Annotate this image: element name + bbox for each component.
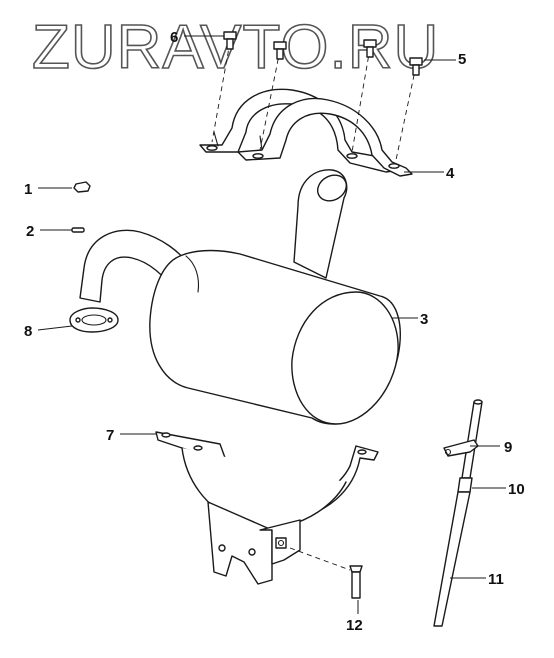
callout-5: 5 (424, 51, 466, 68)
mount-bolt (289, 547, 363, 599)
callout-2: 2 (26, 223, 72, 240)
svg-text:12: 12 (346, 617, 363, 634)
svg-text:8: 8 (24, 323, 32, 340)
callout-11: 11 (450, 571, 504, 588)
svg-text:9: 9 (504, 439, 512, 456)
callout-10: 10 (472, 481, 525, 498)
svg-text:1: 1 (24, 181, 32, 198)
svg-text:4: 4 (446, 165, 455, 182)
watermark-text: ZURAVTO.RU (32, 13, 439, 82)
muffler (69, 169, 401, 425)
support-rod-assembly (433, 399, 483, 627)
callout-8: 8 (24, 323, 73, 340)
callout-7: 7 (106, 427, 156, 444)
svg-text:7: 7 (106, 427, 114, 444)
callout-9: 9 (470, 439, 512, 456)
callout-4: 4 (404, 165, 455, 182)
svg-text:10: 10 (508, 481, 525, 498)
svg-text:5: 5 (458, 51, 466, 68)
callout-3: 3 (392, 311, 428, 328)
upper-mounting-straps (199, 88, 413, 177)
svg-text:11: 11 (488, 571, 504, 588)
svg-text:3: 3 (420, 311, 428, 328)
callout-1: 1 (24, 181, 72, 198)
callout-12: 12 (346, 600, 363, 634)
nut (73, 181, 91, 193)
lower-cradle-bracket (155, 431, 379, 585)
svg-text:2: 2 (26, 223, 34, 240)
svg-text:6: 6 (170, 29, 178, 46)
stud (71, 227, 85, 233)
callout-6: 6 (170, 29, 224, 46)
strap-bolts (211, 31, 423, 161)
